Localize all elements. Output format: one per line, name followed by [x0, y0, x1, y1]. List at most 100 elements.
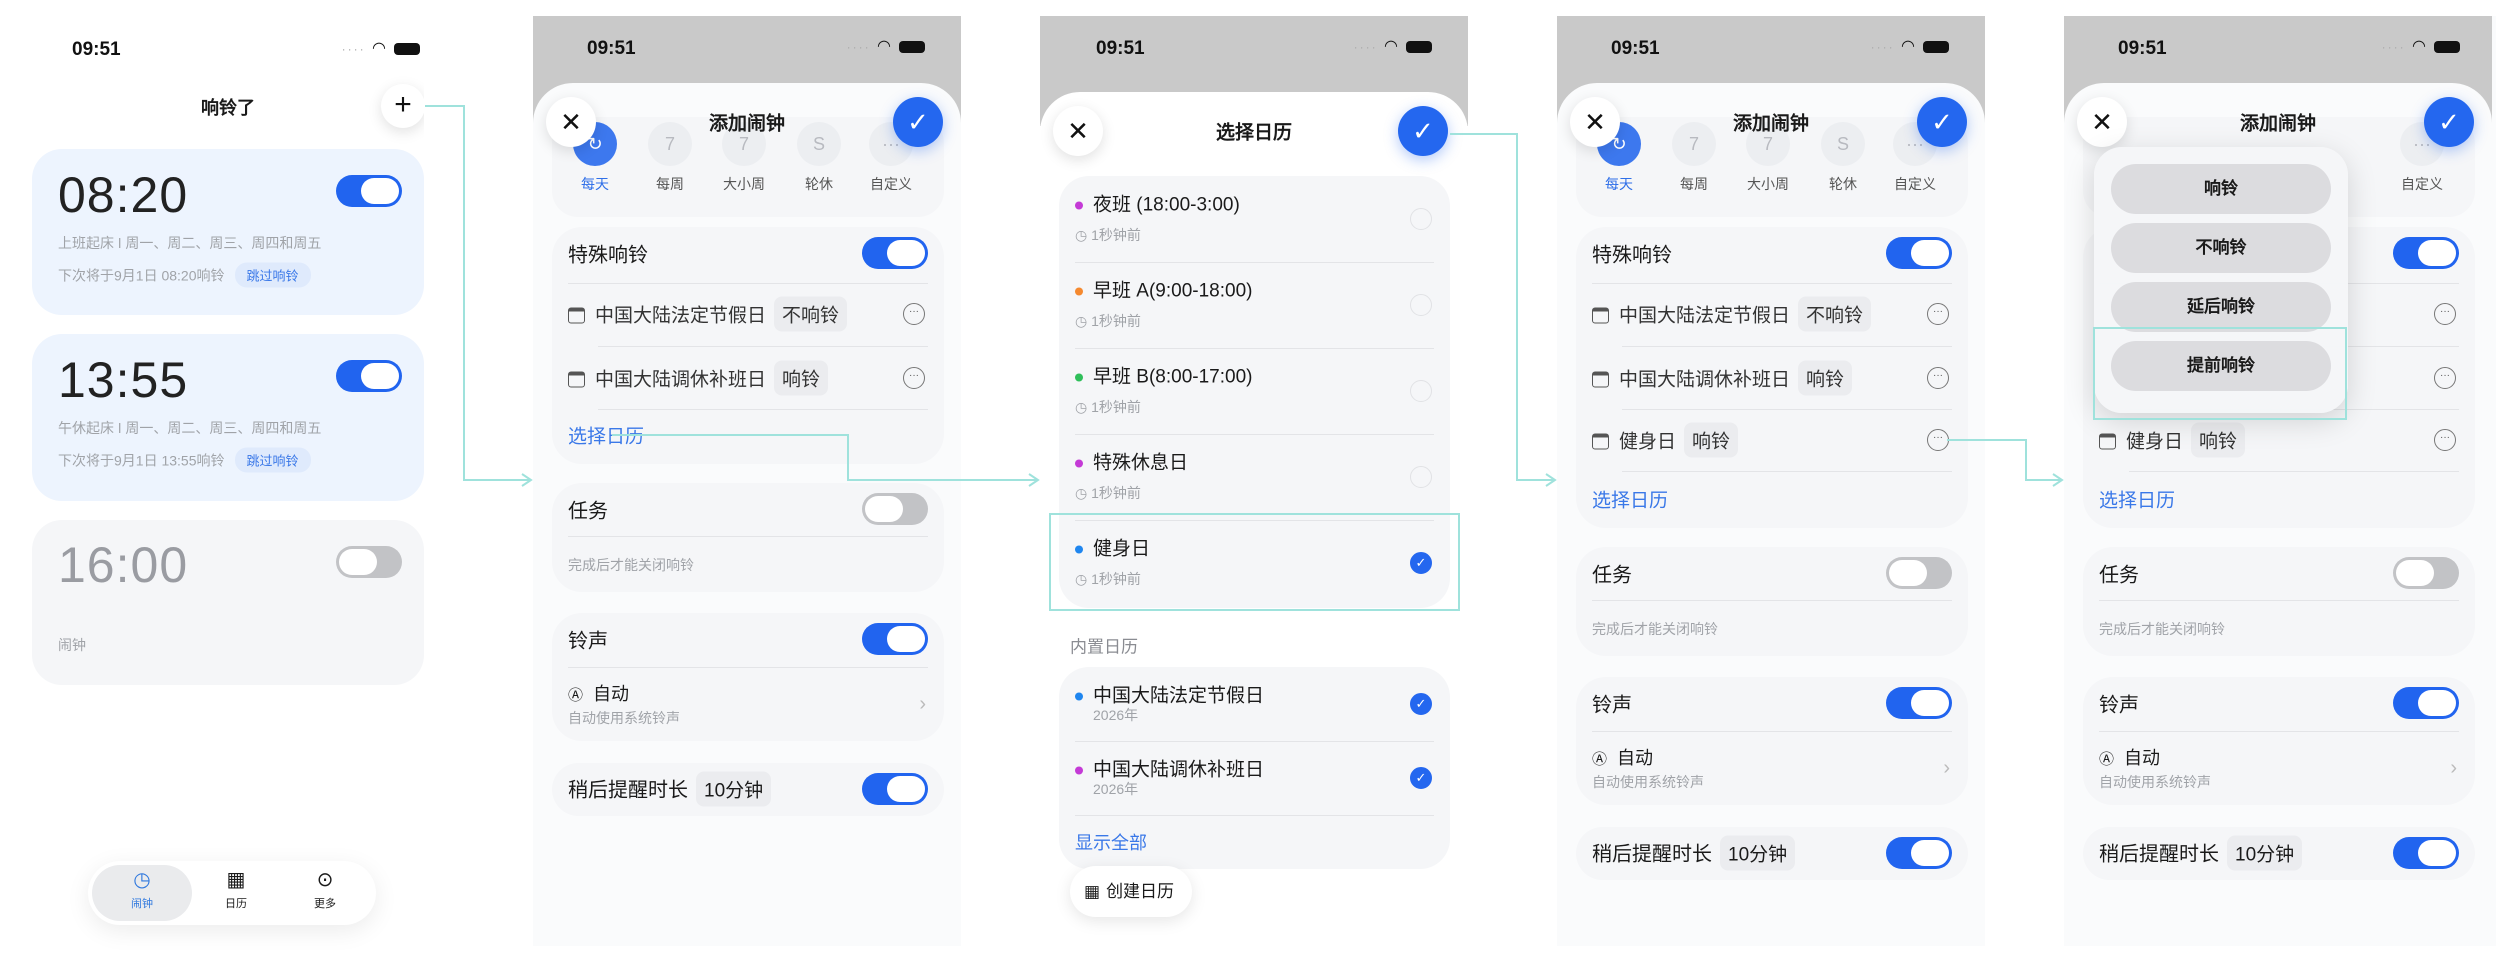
menu-item[interactable]: 不响铃: [2111, 223, 2331, 273]
checkbox-unchecked[interactable]: [1410, 380, 1432, 402]
menu-item[interactable]: 延后响铃: [2111, 282, 2331, 332]
ring-mode-chip[interactable]: 响铃: [2191, 422, 2246, 458]
ringtone-toggle[interactable]: [1886, 687, 1952, 719]
ring-mode-chip[interactable]: 响铃: [1684, 422, 1739, 458]
skip-ring-button[interactable]: 跳过响铃: [234, 447, 311, 473]
checkbox-checked[interactable]: ✓: [1410, 767, 1432, 789]
calendar-row[interactable]: 中国大陆法定节假日不响铃: [1592, 296, 1872, 332]
calendar-item[interactable]: 夜班 (18:00-3:00): [1075, 190, 1240, 217]
task-toggle[interactable]: [2393, 557, 2459, 589]
ring-mode-chip[interactable]: 不响铃: [774, 296, 848, 332]
confirm-button[interactable]: ✓: [893, 97, 943, 147]
more-options-icon[interactable]: ···: [1927, 303, 1949, 325]
tab-more[interactable]: ⊙ 更多: [280, 865, 370, 921]
tab-alternate-week[interactable]: 大小周: [1747, 176, 1789, 192]
alternate-week-icon[interactable]: 7: [722, 122, 766, 166]
tab-weekly[interactable]: 每周: [1680, 176, 1708, 192]
calendar-item[interactable]: 中国大陆调休补班日: [1075, 755, 1264, 782]
ring-mode-chip[interactable]: 响铃: [774, 360, 829, 396]
calendar-row[interactable]: 中国大陆法定节假日不响铃: [568, 296, 848, 332]
tab-everyday[interactable]: 每天: [1605, 176, 1633, 192]
task-toggle[interactable]: [1886, 557, 1952, 589]
alarm-card[interactable]: 16:00 闹钟: [32, 520, 424, 685]
confirm-button[interactable]: ✓: [2424, 97, 2474, 147]
calendar-row[interactable]: 健身日响铃: [1592, 422, 1739, 458]
snooze-value[interactable]: 10分钟: [696, 771, 772, 807]
tab-rotation[interactable]: 轮休: [805, 176, 833, 192]
calendar-item[interactable]: 早班 B(8:00-17:00): [1075, 362, 1252, 389]
more-options-icon[interactable]: ···: [2434, 429, 2456, 451]
tab-custom[interactable]: 自定义: [870, 176, 912, 192]
close-button[interactable]: ✕: [546, 97, 596, 147]
snooze-toggle[interactable]: [1886, 837, 1952, 869]
special-ring-toggle[interactable]: [1886, 237, 1952, 269]
calendar-row[interactable]: 健身日响铃: [2099, 422, 2246, 458]
close-button[interactable]: ✕: [2077, 97, 2127, 147]
menu-item[interactable]: 提前响铃: [2111, 341, 2331, 391]
select-calendar-link[interactable]: 选择日历: [2099, 490, 2176, 512]
tab-custom[interactable]: 自定义: [1894, 176, 1936, 192]
more-options-icon[interactable]: ···: [903, 303, 925, 325]
checkbox-unchecked[interactable]: [1410, 208, 1432, 230]
ring-mode-chip[interactable]: 不响铃: [1798, 296, 1872, 332]
weekly-icon[interactable]: 7: [648, 122, 692, 166]
calendar-item[interactable]: 中国大陆法定节假日: [1075, 681, 1264, 708]
confirm-button[interactable]: ✓: [1398, 106, 1448, 156]
select-calendar-link[interactable]: 选择日历: [1592, 490, 1669, 512]
special-ring-toggle[interactable]: [2393, 237, 2459, 269]
ringtone-toggle[interactable]: [2393, 687, 2459, 719]
calendar-row[interactable]: 中国大陆调休补班日响铃: [1592, 360, 1853, 396]
tab-rotation[interactable]: 轮休: [1829, 176, 1857, 192]
confirm-button[interactable]: ✓: [1917, 97, 1967, 147]
more-options-icon[interactable]: ···: [2434, 367, 2456, 389]
show-all-link[interactable]: 显示全部: [1075, 833, 1147, 853]
create-calendar-button[interactable]: ▦创建日历: [1070, 866, 1192, 917]
more-options-icon[interactable]: ···: [903, 367, 925, 389]
tab-alarm[interactable]: ◷ 闹钟: [92, 865, 192, 921]
weekly-icon[interactable]: 7: [1672, 122, 1716, 166]
alarm-toggle[interactable]: [336, 175, 402, 207]
checkbox-unchecked[interactable]: [1410, 466, 1432, 488]
snooze-value[interactable]: 10分钟: [1720, 835, 1796, 871]
add-alarm-button[interactable]: +: [381, 84, 424, 128]
menu-item[interactable]: 响铃: [2111, 164, 2331, 214]
select-calendar-link[interactable]: 选择日历: [568, 426, 645, 448]
alternate-week-icon[interactable]: 7: [1746, 122, 1790, 166]
calendar-row[interactable]: 中国大陆调休补班日响铃: [568, 360, 829, 396]
alarm-card[interactable]: 13:55 午休起床 ǀ 周一、周二、周三、周四和周五 下次将于9月1日 13:…: [32, 334, 424, 501]
tab-calendar[interactable]: ▦ 日历: [192, 865, 280, 921]
snooze-value[interactable]: 10分钟: [2227, 835, 2303, 871]
close-button[interactable]: ✕: [1570, 97, 1620, 147]
snooze-toggle[interactable]: [2393, 837, 2459, 869]
checkbox-checked[interactable]: ✓: [1410, 552, 1432, 574]
alarm-toggle[interactable]: [336, 360, 402, 392]
rotation-icon[interactable]: S: [797, 122, 841, 166]
task-toggle[interactable]: [862, 493, 928, 525]
calendar-item[interactable]: 健身日: [1075, 534, 1150, 561]
tab-alternate-week[interactable]: 大小周: [723, 176, 765, 192]
calendar-item[interactable]: 早班 A(9:00-18:00): [1075, 276, 1252, 303]
tab-everyday[interactable]: 每天: [581, 176, 609, 192]
rotation-icon[interactable]: S: [1821, 122, 1865, 166]
skip-ring-button[interactable]: 跳过响铃: [234, 262, 311, 288]
calendar-item[interactable]: 特殊休息日: [1075, 448, 1188, 475]
tab-custom[interactable]: 自定义: [2401, 176, 2443, 192]
more-options-icon[interactable]: ···: [1927, 367, 1949, 389]
alarm-card[interactable]: 08:20 上班起床 ǀ 周一、周二、周三、周四和周五 下次将于9月1日 08:…: [32, 149, 424, 315]
checkbox-checked[interactable]: ✓: [1410, 693, 1432, 715]
snooze-toggle[interactable]: [862, 773, 928, 805]
special-ring-toggle[interactable]: [862, 237, 928, 269]
tab-weekly[interactable]: 每周: [656, 176, 684, 192]
more-options-icon[interactable]: ···: [2434, 303, 2456, 325]
close-button[interactable]: ✕: [1053, 106, 1103, 156]
ring-mode-chip[interactable]: 响铃: [1798, 360, 1853, 396]
checkbox-unchecked[interactable]: [1410, 294, 1432, 316]
alarm-toggle[interactable]: [336, 546, 402, 578]
ringtone-toggle[interactable]: [862, 623, 928, 655]
